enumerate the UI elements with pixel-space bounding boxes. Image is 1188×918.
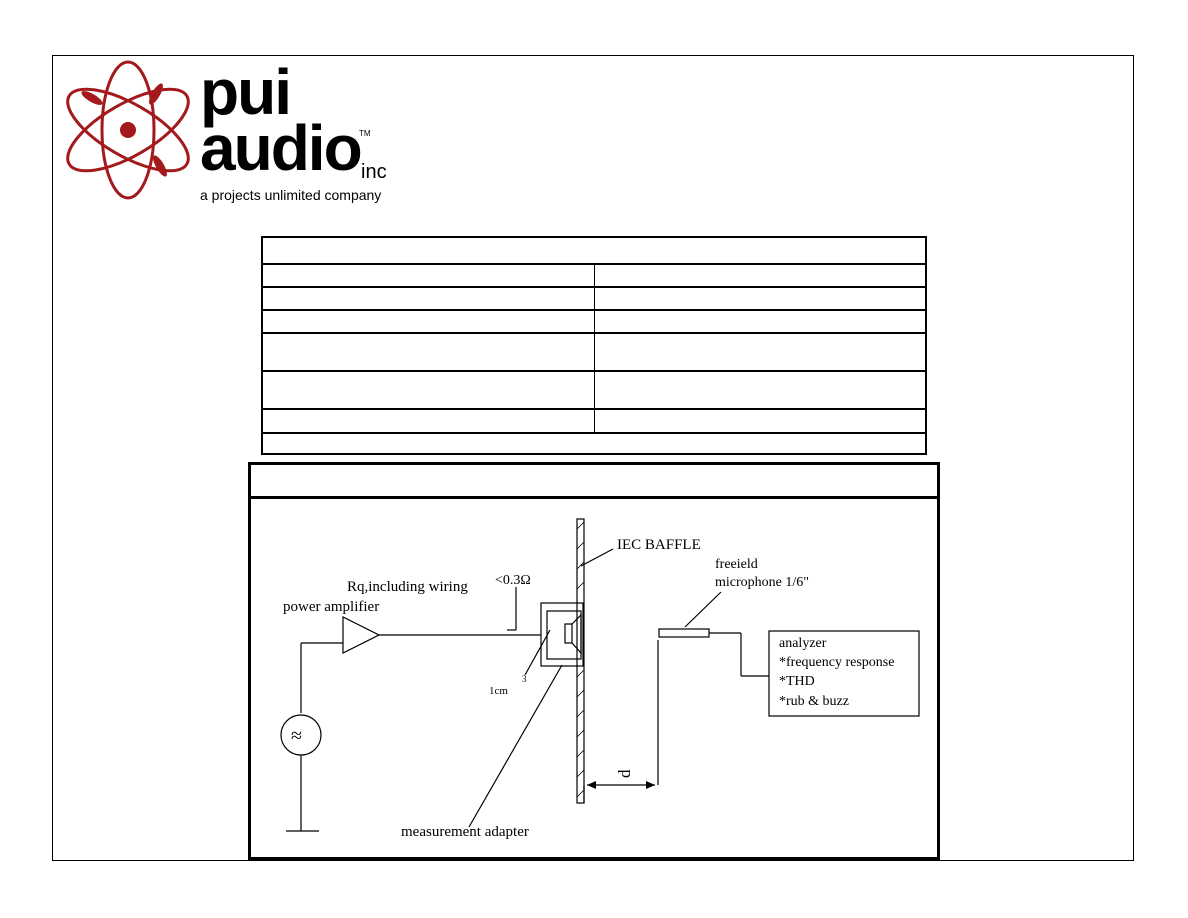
table-row <box>263 370 925 410</box>
arrow-left-icon <box>587 781 596 789</box>
diagram-header <box>251 465 937 499</box>
table-cell <box>263 309 595 332</box>
table-cell <box>263 286 595 309</box>
test-setup-diagram: IEC BAFFLE freeield microphone 1/6" Rq,i… <box>248 462 940 860</box>
table-cell <box>263 263 595 286</box>
table-cell <box>595 263 925 286</box>
table-cell <box>595 332 925 370</box>
label-analyzer: analyzer <box>779 636 827 651</box>
page-frame <box>52 55 1134 861</box>
label-frequency-response: *frequency response <box>779 655 894 670</box>
table-cell <box>595 309 925 332</box>
label-power-amplifier: power amplifier <box>283 599 379 615</box>
spec-table <box>261 236 927 455</box>
table-row <box>263 408 925 434</box>
label-thd: *THD <box>779 674 815 689</box>
arrow-right-icon <box>646 781 655 789</box>
table-row <box>263 238 925 265</box>
table-cell <box>263 408 595 432</box>
label-source-symbol: ≈ <box>291 725 302 747</box>
amplifier-icon <box>342 616 381 654</box>
label-measurement-adapter: measurement adapter <box>401 824 529 840</box>
label-distance: d <box>615 769 634 778</box>
logo-word-pui: pui <box>200 56 292 128</box>
logo-word-audio: audio <box>200 112 363 184</box>
test-setup-schematic: IEC BAFFLE freeield microphone 1/6" Rq,i… <box>280 518 920 840</box>
table-cell <box>595 370 925 408</box>
table-row <box>263 309 925 334</box>
logo-suffix: inc <box>361 161 387 183</box>
label-microphone: microphone 1/6" <box>715 575 809 590</box>
table-cell <box>595 286 925 309</box>
iec-baffle <box>576 518 585 804</box>
analyzer-box <box>768 630 920 717</box>
label-volume-exponent: 3 <box>522 674 527 684</box>
table-row <box>263 263 925 288</box>
label-iec-baffle: IEC BAFFLE <box>617 537 701 553</box>
logo-tagline: a projects unlimited company <box>200 187 382 203</box>
atom-logo-icon <box>66 60 190 200</box>
label-freefield: freeield <box>715 557 758 572</box>
label-rub-buzz: *rub & buzz <box>779 694 849 709</box>
table-row <box>263 286 925 311</box>
label-resistance: <0.3Ω <box>495 573 531 588</box>
microphone-icon <box>658 628 710 638</box>
table-cell <box>263 370 595 408</box>
table-cell <box>595 408 925 432</box>
label-volume: 1cm <box>489 685 508 697</box>
logo-trademark: TM <box>359 129 371 138</box>
label-rq-wiring: Rq,including wiring <box>347 579 468 595</box>
company-logo: pui audio TM inc a projects unlimited co… <box>56 58 416 208</box>
table-cell <box>263 238 925 263</box>
table-row <box>263 332 925 372</box>
table-cell <box>263 332 595 370</box>
